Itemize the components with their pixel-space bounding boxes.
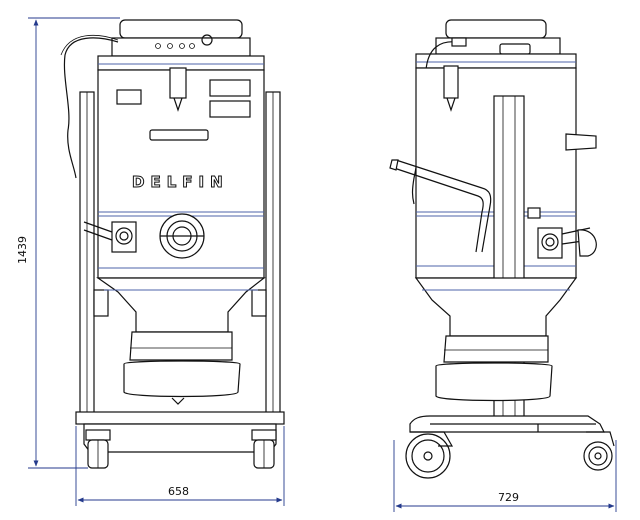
side-lid (445, 19, 547, 39)
side-bucket (443, 335, 549, 363)
front-lid (119, 19, 243, 39)
side-width-dimension-label: 729 (498, 491, 519, 504)
side-push-handle (395, 159, 492, 253)
front-width-dimension: 658 (75, 426, 285, 506)
front-left-wheel (85, 429, 111, 469)
front-width-dimension-label: 658 (168, 485, 189, 498)
front-top-latch (169, 67, 187, 99)
front-base-tray (83, 423, 277, 453)
front-bucket (129, 331, 233, 361)
front-view: DELFIN (60, 19, 285, 469)
height-dimension-label: 1439 (16, 236, 29, 264)
front-label-right-top (209, 79, 251, 97)
front-label-left (116, 89, 142, 105)
brand-label: DELFIN (132, 173, 229, 191)
side-top-plate (415, 53, 577, 69)
front-control-panel (111, 37, 251, 57)
side-width-dimension: 729 (393, 440, 617, 512)
front-handle (149, 129, 209, 141)
side-left-wheel (405, 431, 454, 479)
front-right-clamp (251, 289, 267, 317)
side-view (389, 19, 615, 479)
front-base-bar (75, 411, 285, 425)
side-right-wheel (583, 431, 615, 471)
control-knobs (155, 34, 213, 49)
front-right-wheel (251, 429, 277, 469)
front-label-right-bottom (209, 100, 251, 118)
front-left-clamp (93, 289, 109, 317)
side-container (414, 277, 578, 337)
front-power-cable (63, 37, 119, 179)
front-container (96, 277, 266, 333)
height-dimension: 1439 (16, 17, 120, 469)
